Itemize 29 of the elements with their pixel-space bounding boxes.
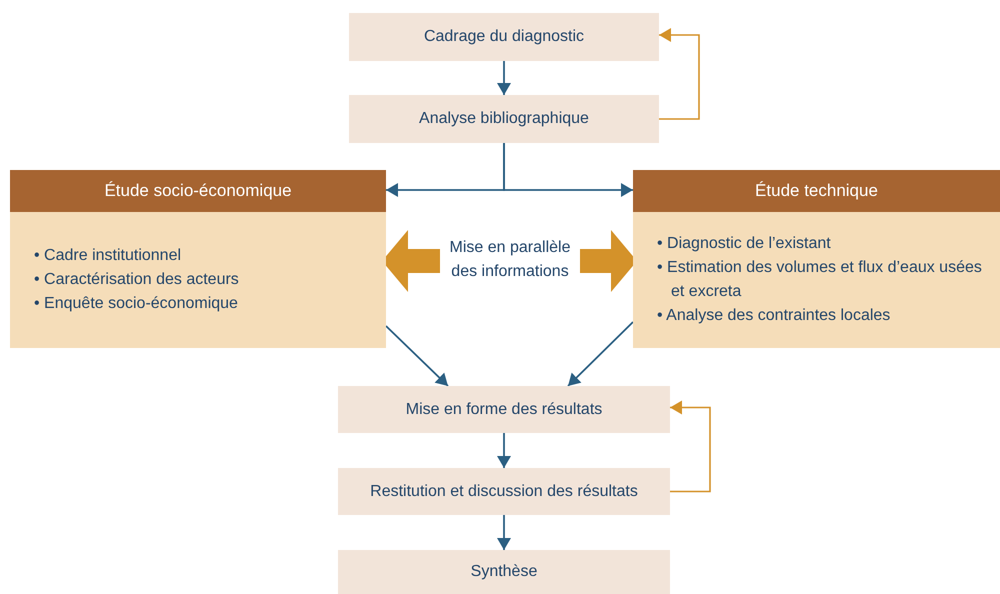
study-card [10, 170, 386, 348]
bullet-item: • Analyse des contraintes locales [657, 306, 892, 326]
arrow [497, 433, 511, 468]
arrow [385, 325, 449, 387]
arrow [497, 61, 511, 95]
box-label: Mise en forme des résultats [406, 400, 602, 420]
process-box [349, 95, 659, 143]
bullet-item: • Cadre institutionnel [34, 246, 182, 266]
bullet-item: • Estimation des volumes et flux d’eaux usées et excreta [657, 258, 983, 302]
bullet-item: • Caractérisation des acteurs [34, 270, 240, 290]
box-label: Analyse bibliographique [419, 109, 589, 129]
arrow [659, 28, 700, 120]
study-card [633, 170, 1000, 348]
bullet-item: • Diagnostic de l’existant [657, 234, 832, 254]
arrow [503, 143, 633, 197]
process-box [338, 386, 670, 433]
bullet-item: • Enquête socio-économique [34, 294, 239, 314]
process-box [338, 468, 670, 515]
process-box [349, 13, 659, 61]
box-label: Cadrage du diagnostic [424, 27, 584, 47]
process-box [338, 550, 670, 594]
parallel-note: Mise en parallèle des informations [440, 236, 580, 290]
box-label: Restitution et discussion des résultats [370, 482, 638, 502]
box-label: Synthèse [470, 562, 538, 582]
arrow [670, 400, 711, 492]
card-header: Étude socio-économique [10, 170, 386, 212]
card-header: Étude technique [633, 170, 1000, 212]
arrow [567, 321, 634, 387]
arrow [497, 515, 511, 550]
